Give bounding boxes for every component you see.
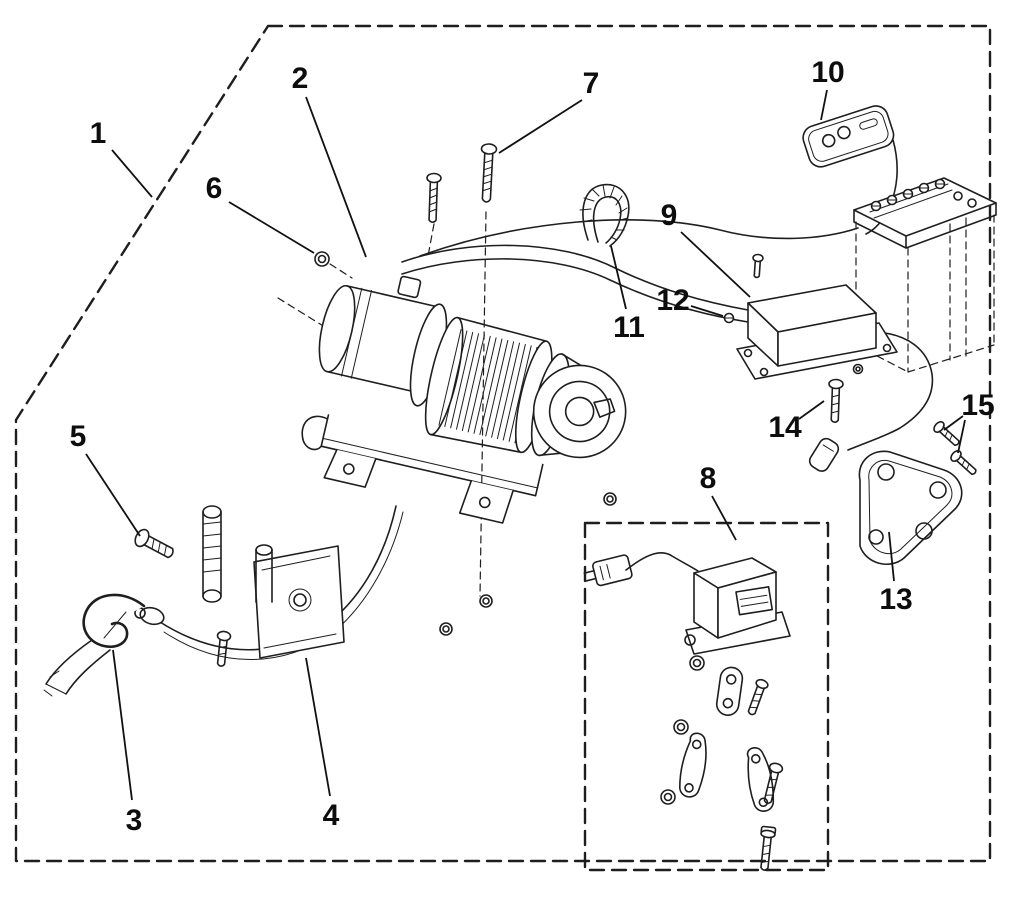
callout-3: 3 xyxy=(126,804,143,837)
nut-part6 xyxy=(314,251,330,267)
callout-4: 4 xyxy=(323,799,340,832)
bolt-a-box8 xyxy=(747,678,769,716)
remote-button-icon xyxy=(837,125,851,140)
callout-8: 8 xyxy=(700,462,717,495)
nut-under-winch-2 xyxy=(479,594,493,608)
cable-tie xyxy=(579,183,630,247)
leader-12 xyxy=(690,305,724,317)
callout-5: 5 xyxy=(70,420,87,453)
screw-part15b xyxy=(950,449,977,476)
leader-6 xyxy=(228,201,315,254)
battery xyxy=(853,177,997,373)
link-plate xyxy=(715,666,744,716)
leader-14 xyxy=(798,400,825,420)
winch-assembly xyxy=(301,275,627,524)
outer-dashed-border xyxy=(14,24,992,863)
callout-12: 12 xyxy=(656,284,689,317)
bolt-b-box8 xyxy=(763,762,784,805)
callout-14: 14 xyxy=(768,411,802,444)
callout-13: 13 xyxy=(879,583,912,616)
leader-lines xyxy=(85,89,966,801)
hook xyxy=(43,593,165,697)
strap-link-1 xyxy=(678,732,707,798)
remote-button-icon xyxy=(821,133,836,148)
leader-8 xyxy=(711,495,737,541)
nut-near-part14 xyxy=(852,363,864,375)
screw-motor xyxy=(426,172,442,224)
control-box xyxy=(736,284,898,380)
nut-box8-1 xyxy=(689,655,705,671)
callout-2: 2 xyxy=(292,62,309,95)
leader-2 xyxy=(305,96,367,258)
wire-connector xyxy=(808,437,840,472)
leader-15a xyxy=(943,415,964,431)
callout-7: 7 xyxy=(583,67,600,100)
roller-fairlead xyxy=(202,505,345,659)
callout-11: 11 xyxy=(613,311,645,344)
leader-13 xyxy=(888,531,895,582)
bolt-c-box8 xyxy=(760,825,777,871)
contactor xyxy=(684,557,791,655)
callout-6: 6 xyxy=(206,172,223,205)
screw-part14 xyxy=(828,378,844,424)
leader-7 xyxy=(498,99,583,154)
screw-part12 xyxy=(723,312,735,324)
screw-controlbox xyxy=(752,253,764,279)
callout-15: 15 xyxy=(961,389,994,422)
callout-10: 10 xyxy=(811,56,844,89)
bolt-part5 xyxy=(134,528,174,559)
screw-part15a xyxy=(933,420,960,447)
screw-fairlead xyxy=(216,630,232,667)
nut-under-winch-3 xyxy=(439,622,453,636)
contactor-wire xyxy=(625,552,699,572)
battery-terminal-bolts xyxy=(870,178,977,212)
leader-3 xyxy=(112,649,133,801)
power-wires xyxy=(401,139,934,451)
nut-box8-3 xyxy=(660,789,676,805)
remote-control xyxy=(802,105,895,168)
leader-10 xyxy=(820,89,828,121)
nut-under-winch-1 xyxy=(603,492,617,506)
leader-1 xyxy=(111,149,153,198)
callout-1: 1 xyxy=(90,117,107,150)
detail-box-part8 xyxy=(583,521,830,872)
leader-11 xyxy=(610,245,627,310)
screw-part7 xyxy=(480,143,498,203)
mounting-bracket xyxy=(858,450,963,566)
contactor-plug xyxy=(583,554,633,587)
nut-box8-2 xyxy=(673,719,689,735)
callout-labels: 1 2 3 4 5 6 7 8 9 10 11 12 13 14 15 xyxy=(70,56,995,837)
callout-9: 9 xyxy=(661,199,678,232)
leader-4 xyxy=(305,657,331,797)
leader-5 xyxy=(85,453,141,537)
leader-15b xyxy=(957,419,966,454)
assembly-axis-lines xyxy=(277,211,487,597)
leader-9 xyxy=(680,231,751,298)
